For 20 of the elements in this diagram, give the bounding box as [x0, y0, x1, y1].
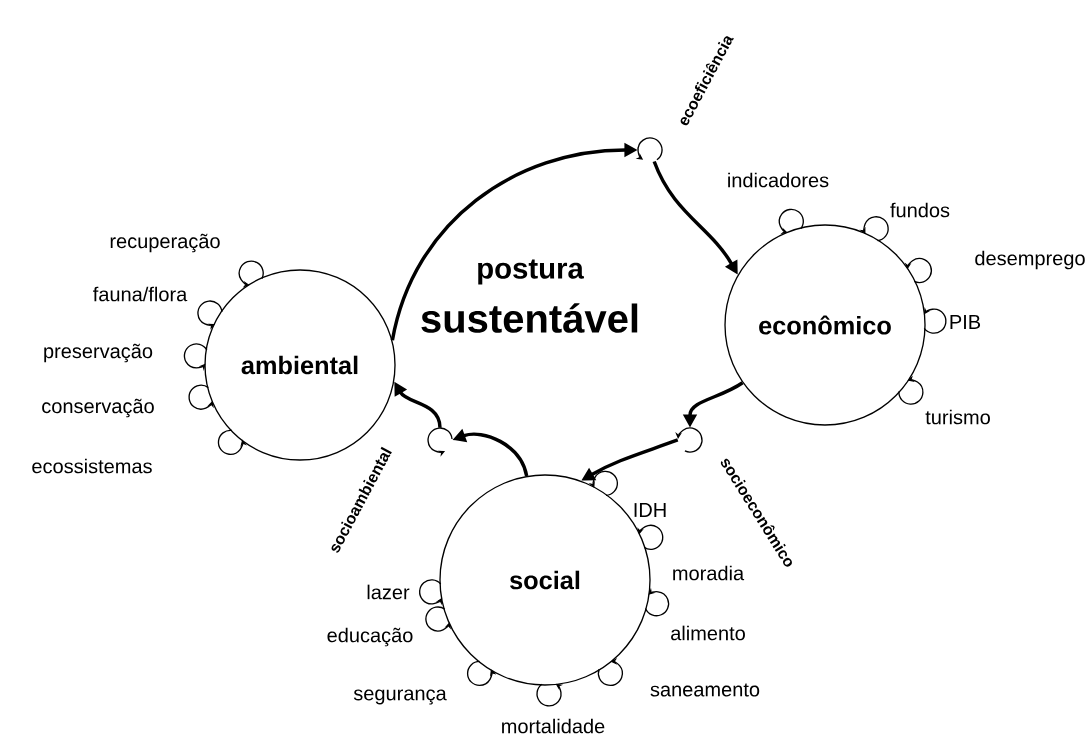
item-label: turismo — [925, 409, 990, 425]
item-label: PIB — [950, 315, 981, 329]
item-label: IDH — [634, 503, 666, 517]
item-label: conservação — [42, 398, 154, 418]
item-label: fundos — [890, 202, 950, 218]
item-label: desemprego — [975, 250, 1085, 270]
item-label: recuperação — [110, 233, 220, 253]
item-label: educação — [327, 627, 413, 647]
item-label: alimento — [671, 625, 745, 641]
item-label: moradia — [673, 565, 745, 581]
item-label: indicadores — [728, 172, 829, 188]
item-label: mortalidade — [502, 718, 605, 734]
item-label: ecossistemas — [32, 458, 152, 474]
item-label: segurança — [353, 689, 447, 705]
item-label: fauna/flora — [93, 286, 188, 302]
item-label: lazer — [367, 584, 410, 600]
heading-text: sustentável — [421, 303, 638, 333]
heading-text: postura — [478, 259, 584, 285]
item-label: saneamento — [650, 683, 760, 697]
item-label: preservação — [44, 343, 153, 363]
